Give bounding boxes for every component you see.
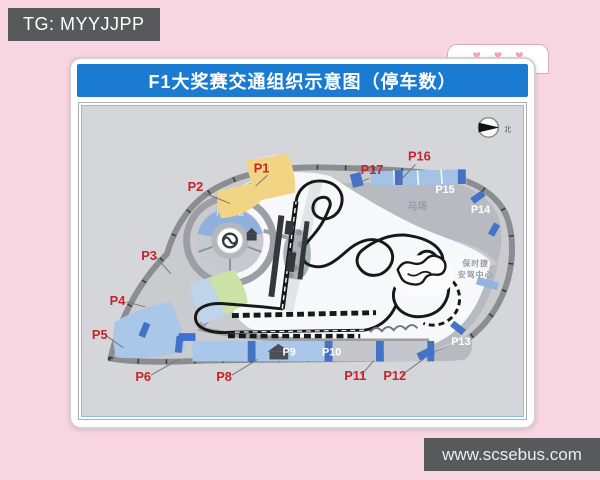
parking-label-p13: P13 bbox=[451, 336, 470, 348]
watermark-text: www.scsebus.com bbox=[442, 444, 582, 464]
parking-p1-area bbox=[245, 153, 296, 201]
parking-p4b-area bbox=[188, 277, 227, 325]
parking-label-p11: P11 bbox=[344, 368, 366, 383]
heart-icon: ♥ bbox=[515, 47, 524, 63]
parking-label-p14: P14 bbox=[471, 204, 490, 216]
heart-icon: ♥ bbox=[472, 47, 481, 63]
leader-lines bbox=[106, 164, 425, 376]
parking-p5-area bbox=[113, 301, 186, 359]
map-panel: 广场停车区 bbox=[78, 102, 527, 420]
map-frame: 广场停车区 bbox=[81, 105, 524, 417]
kart-track bbox=[390, 254, 454, 299]
building-icon bbox=[267, 343, 291, 360]
p13-area bbox=[407, 334, 473, 362]
title-bar: F1大奖赛交通组织示意图（停车数） bbox=[77, 64, 528, 97]
heart-icon: ♥ bbox=[493, 47, 503, 63]
area-label-porsche-1: 保时捷 bbox=[461, 258, 489, 268]
parking-label-p8: P8 bbox=[216, 369, 232, 384]
parking-label-p9: P9 bbox=[283, 347, 296, 359]
page-title: F1大奖赛交通组织示意图（停车数） bbox=[148, 71, 457, 92]
plaza-logo-icon bbox=[221, 232, 239, 249]
roadside-parking-strips bbox=[138, 169, 501, 353]
parking-label-p16: P16 bbox=[408, 149, 431, 164]
building-icon bbox=[245, 227, 258, 241]
parking-label-p3: P3 bbox=[141, 248, 157, 263]
parking-label-p17: P17 bbox=[361, 162, 384, 177]
tg-badge: TG: MYYJJPP bbox=[8, 8, 160, 41]
parking-label-p12: P12 bbox=[383, 368, 406, 383]
scallop-stands bbox=[369, 324, 419, 333]
central-plaza: 广场停车区 bbox=[196, 207, 264, 274]
area-label-horse-ranch: 马场 bbox=[408, 199, 428, 212]
pit-buildings bbox=[268, 215, 310, 298]
compass-icon: 北 bbox=[477, 116, 511, 138]
parking-label-p4: P4 bbox=[110, 293, 127, 308]
watermark: www.scsebus.com bbox=[424, 438, 600, 471]
north-arrow-icon bbox=[478, 122, 500, 133]
grandstand-arc bbox=[422, 280, 461, 327]
parking-label-p5: P5 bbox=[92, 327, 108, 342]
parking-row bbox=[192, 340, 436, 362]
parking-label-p15: P15 bbox=[435, 184, 454, 196]
circuit-map: 广场停车区 bbox=[92, 116, 515, 384]
parking-label-p1: P1 bbox=[254, 160, 270, 175]
parking-label-p6: P6 bbox=[135, 369, 151, 384]
compass-label: 北 bbox=[504, 125, 511, 133]
parking-p2-area bbox=[217, 183, 261, 219]
parking-areas bbox=[113, 153, 501, 362]
parking-label-p2: P2 bbox=[188, 179, 204, 194]
area-label-porsche-2: 安驾中心 bbox=[458, 270, 493, 280]
poster-window: F1大奖赛交通组织示意图（停车数） bbox=[69, 57, 536, 429]
parking-label-p10: P10 bbox=[322, 347, 341, 359]
grandstand-row bbox=[231, 310, 377, 319]
